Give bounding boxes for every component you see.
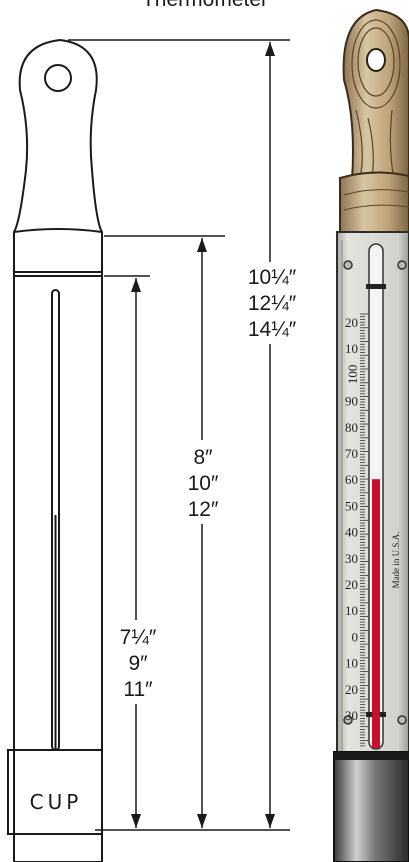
- maker-mark: Made in U.S.A.: [391, 532, 401, 589]
- tube-length-1: 7¼″: [120, 626, 157, 649]
- outline-thermometer: [7, 38, 103, 862]
- tube-clip-top: [366, 284, 386, 289]
- rivet-top-right: [397, 260, 407, 270]
- scale-label: 10: [345, 603, 358, 618]
- wooden-collar: [339, 171, 409, 233]
- scale-label: 80: [345, 420, 358, 435]
- stem-length-2: 10″: [188, 472, 219, 495]
- tube-length-labels: 7¼″ 9″ 11″: [114, 620, 162, 704]
- diagram-caption: Thermometer: [142, 0, 268, 11]
- dimension-lines: [68, 39, 290, 831]
- hang-hole-pictorial: [366, 48, 386, 72]
- cup-outline: [7, 749, 103, 835]
- wooden-handle: [342, 8, 409, 181]
- scale-label: 10: [345, 341, 358, 356]
- overall-length-labels: 10¼″ 12¼″ 14¼″: [244, 262, 300, 344]
- tube-length-3: 11″: [123, 678, 153, 701]
- mercury-column: [372, 479, 380, 748]
- rivet-bottom-left: [343, 715, 353, 725]
- tube-length-2: 9″: [128, 652, 148, 675]
- stem-length-3: 12″: [188, 498, 219, 521]
- scale-label: 20: [345, 315, 358, 330]
- scale-label: 10: [345, 656, 358, 671]
- scale-label: 70: [345, 446, 358, 461]
- stem-length-labels: 8″ 10″ 12″: [180, 440, 226, 524]
- rivet-top-left: [343, 260, 353, 270]
- metal-cup: [333, 751, 409, 862]
- body-outline: [13, 271, 103, 862]
- handle-outline: [13, 38, 103, 272]
- overall-length-3: 14¼″: [248, 318, 297, 341]
- scale-label: 50: [345, 498, 358, 513]
- cup-label: CUP: [30, 790, 83, 814]
- scale-label: 100: [345, 365, 360, 385]
- scale-label: 20: [345, 682, 358, 697]
- scale-label: 20: [345, 577, 358, 592]
- dimension-arrows: [131, 42, 275, 828]
- scale-label: 60: [345, 472, 358, 487]
- scale-label: 30: [345, 708, 358, 723]
- stem-length-1: 8″: [193, 446, 213, 469]
- scale-label: 90: [345, 394, 358, 409]
- scale-label: 40: [345, 525, 358, 540]
- scale-label: 0: [352, 629, 359, 644]
- handle-collar-curve: [13, 228, 103, 233]
- scale-label: 30: [345, 551, 358, 566]
- rivet-bottom-right: [397, 715, 407, 725]
- hang-hole: [44, 64, 72, 92]
- overall-length-2: 12¼″: [248, 292, 297, 315]
- overall-length-1: 10¼″: [248, 266, 297, 289]
